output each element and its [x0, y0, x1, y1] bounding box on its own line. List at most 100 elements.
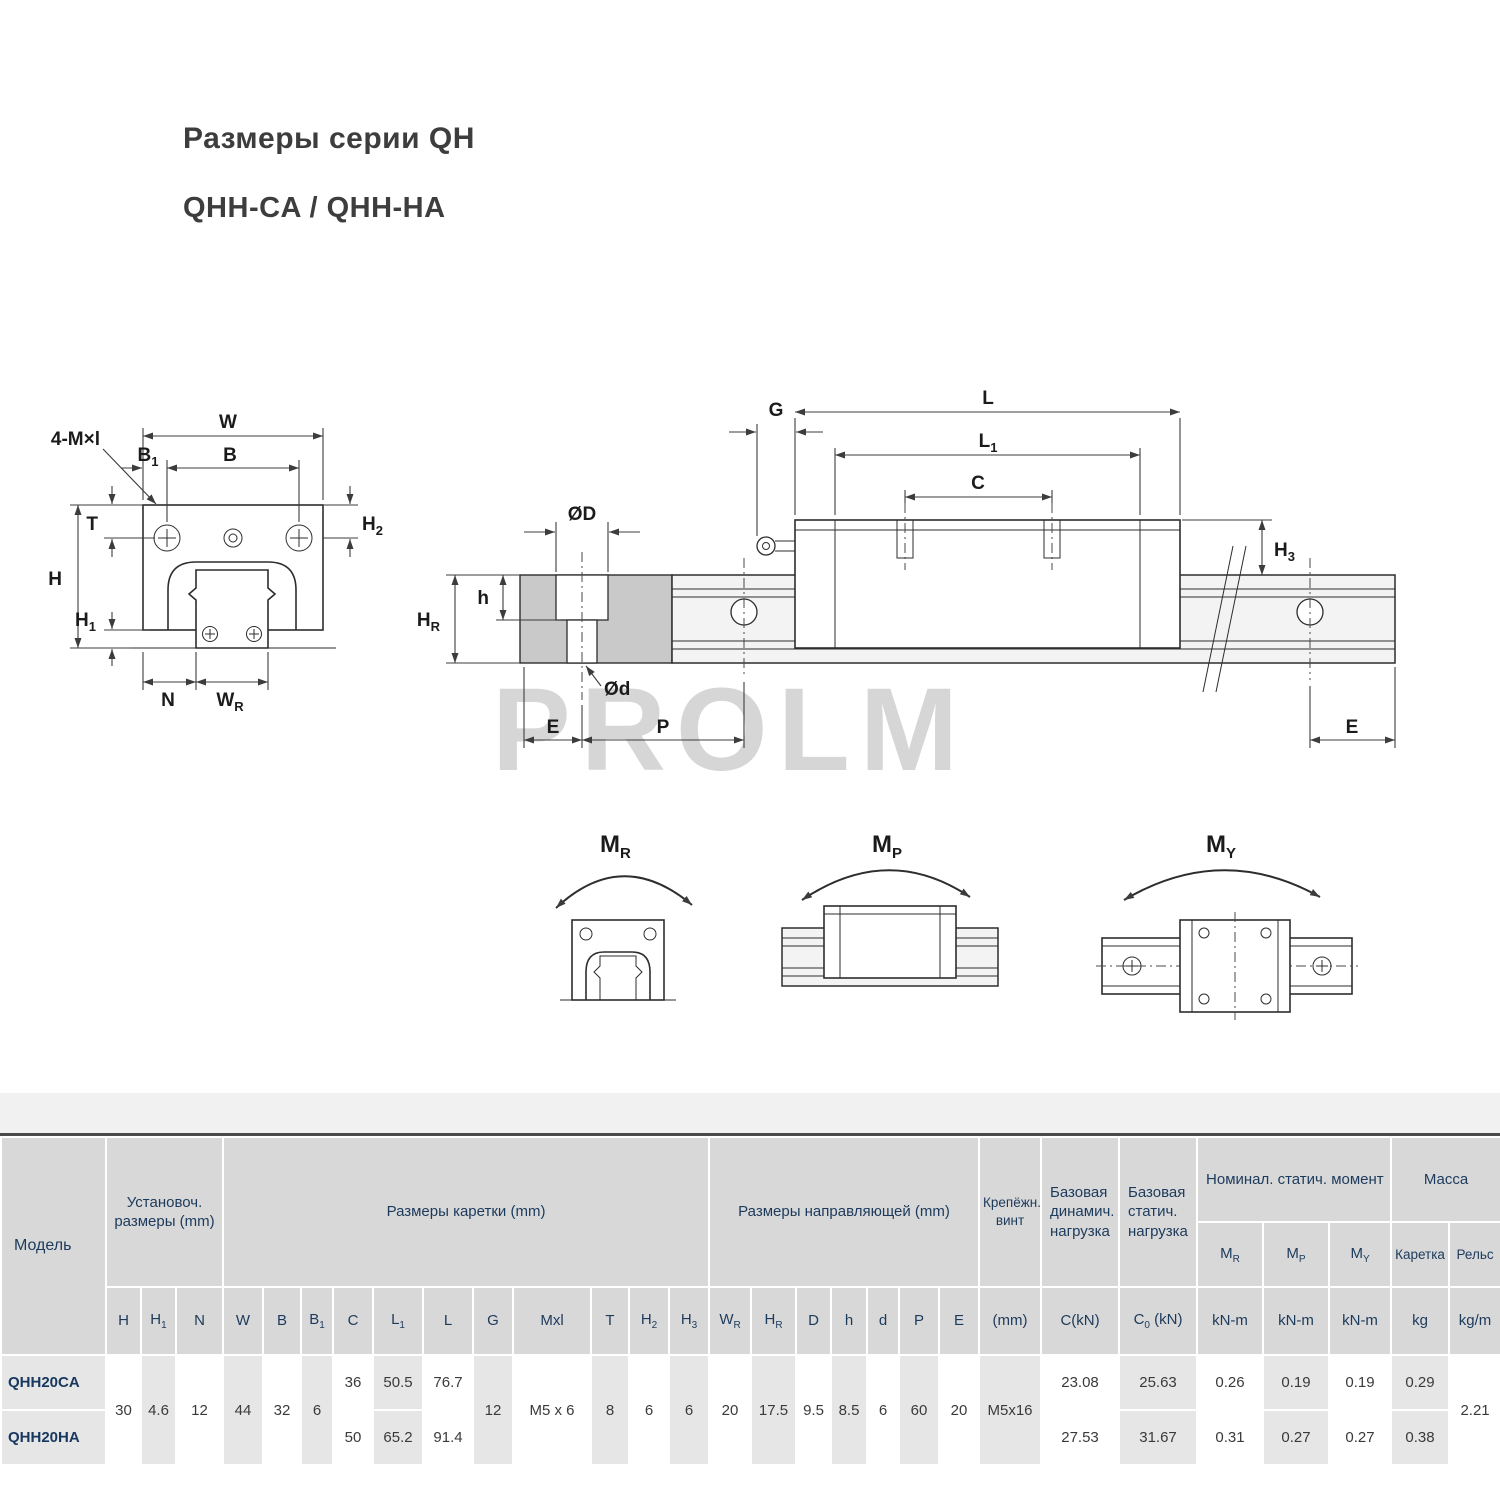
value-cell: 0.27 [1262, 1409, 1331, 1466]
value-cell: 25.63 [1118, 1354, 1199, 1411]
table-top-rule [0, 1133, 1500, 1136]
value-cell: 31.67 [1118, 1409, 1199, 1466]
value-cell: 0.38 [1390, 1409, 1451, 1466]
dim-label-p: P [657, 717, 670, 738]
dim-label-od-small: Ød [604, 679, 630, 700]
value-cell: 60 [898, 1354, 941, 1466]
dim-label-n: N [161, 690, 175, 711]
moment-mr: MR [555, 831, 693, 1001]
value-cell: M5 x 6 [512, 1354, 593, 1466]
value-cell: 2.21 [1448, 1354, 1500, 1466]
header-cell: G [472, 1286, 515, 1356]
header-cell: B [262, 1286, 303, 1356]
header-cell: h [830, 1286, 869, 1356]
header-cell: kg [1390, 1286, 1451, 1356]
value-cell: 6 [866, 1354, 901, 1466]
value-cell: 76.7 [422, 1354, 475, 1411]
col-header-model: Модель [0, 1136, 107, 1356]
dim-label-e-right: E [1346, 717, 1359, 738]
group-static-moment: Номинал. статич. момент [1196, 1136, 1393, 1223]
value-cell: 4.6 [140, 1354, 177, 1466]
header-cell: C0 (kN) [1118, 1286, 1199, 1356]
dim-label-l1: L1 [979, 431, 998, 455]
header-cell: kN-m [1196, 1286, 1265, 1356]
header-cell: H3 [668, 1286, 711, 1356]
dim-label-l: L [982, 388, 994, 409]
model-name: QHH20CA [0, 1354, 107, 1411]
header-cell: H [105, 1286, 142, 1356]
dim-label-g: G [769, 400, 784, 421]
group-install-dims: Установоч. размеры (mm) [104, 1136, 225, 1288]
value-cell: 0.26 [1196, 1354, 1265, 1411]
group-mass: Масса [1390, 1136, 1500, 1223]
page-subtitle: QHH-CA / QHH-HA [183, 192, 446, 224]
mr-carriage [571, 919, 665, 1001]
dim-label-b: B [223, 445, 237, 466]
value-cell: 0.19 [1262, 1354, 1331, 1411]
value-cell: 0.29 [1390, 1354, 1451, 1411]
header-cell: W [222, 1286, 265, 1356]
value-cell: 91.4 [422, 1409, 475, 1466]
grease-nipple-icon [223, 528, 243, 548]
value-cell: 20 [938, 1354, 981, 1466]
carriage-inner-arch [167, 561, 297, 630]
value-cell: 23.08 [1040, 1354, 1121, 1411]
subheader-mr: MR [1196, 1221, 1265, 1288]
group-screw: Крепёжн. винт [978, 1136, 1043, 1288]
value-cell: 36 [332, 1354, 375, 1411]
value-cell: 17.5 [750, 1354, 798, 1466]
header-cell: C [332, 1286, 375, 1356]
header-cell: WR [708, 1286, 753, 1356]
value-cell: 65.2 [372, 1409, 425, 1466]
value-cell: 27.53 [1040, 1409, 1121, 1466]
mp-carriage [823, 905, 957, 979]
dim-label-e-left: E [547, 717, 560, 738]
group-dynamic-load: Базовая динамич. нагрузка [1040, 1136, 1121, 1288]
value-cell: 30 [105, 1354, 142, 1466]
dim-label-od: ØD [568, 504, 597, 525]
moment-mr-arrow [555, 875, 693, 909]
value-cell: 0.31 [1196, 1409, 1265, 1466]
dim-label-h2: H2 [362, 514, 383, 538]
dim-label-bolt: 4-M×l [51, 429, 100, 450]
moment-my: MY [1096, 831, 1358, 1020]
value-cell: 6 [628, 1354, 671, 1466]
dim-label-h1: H1 [75, 610, 96, 634]
dim-label-hsmall: h [477, 588, 489, 609]
value-cell: 6 [300, 1354, 335, 1466]
value-cell: 8.5 [830, 1354, 869, 1466]
dim-label-c: C [971, 473, 985, 494]
moment-mp-label: MP [872, 831, 902, 862]
value-cell: 8 [590, 1354, 631, 1466]
value-cell: 32 [262, 1354, 303, 1466]
value-cell: 50 [332, 1409, 375, 1466]
model-name: QHH20HA [0, 1409, 107, 1466]
header-cell: kN-m [1262, 1286, 1331, 1356]
header-cell: HR [750, 1286, 798, 1356]
header-cell: L1 [372, 1286, 425, 1356]
page-title: Размеры серии QH [183, 122, 475, 155]
header-cell: E [938, 1286, 981, 1356]
break-mark [1202, 545, 1234, 693]
carriage-side [794, 519, 1181, 649]
moment-my-arrow [1123, 869, 1321, 901]
value-cell: 12 [472, 1354, 515, 1466]
moment-mp: MP [781, 831, 999, 987]
value-cell: 50.5 [372, 1354, 425, 1411]
value-cell: 9.5 [795, 1354, 833, 1466]
subheader-my: MY [1328, 1221, 1393, 1288]
technical-drawing: W 4-M×l B1 B T H H1 [48, 388, 1396, 1020]
header-cell: N [174, 1286, 225, 1356]
dim-label-h: H [48, 569, 62, 590]
header-cell: L [422, 1286, 475, 1356]
value-cell: 20 [708, 1354, 753, 1466]
dim-label-h3: H3 [1274, 540, 1295, 564]
table-top-band [0, 1093, 1500, 1133]
group-carriage-dims: Размеры каретки (mm) [222, 1136, 711, 1288]
header-cell: d [866, 1286, 901, 1356]
dim-label-wr: WR [216, 690, 244, 714]
